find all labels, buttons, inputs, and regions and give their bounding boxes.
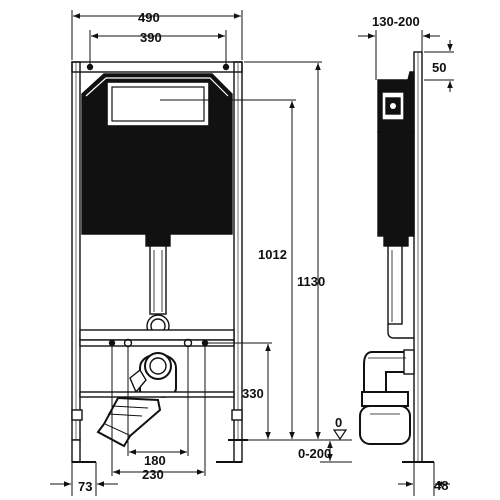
- cistern-tank: [81, 73, 233, 235]
- dim-label-spacing-180: 180: [144, 453, 166, 468]
- side-cistern-valve: [377, 71, 415, 133]
- front-view: [71, 61, 248, 463]
- dim-label-spacing-230: 230: [142, 467, 164, 482]
- side-cistern-body: [377, 131, 415, 247]
- dim-line-depth-range: [358, 30, 440, 80]
- dim-label-bracket-spacing: 390: [140, 30, 162, 45]
- dim-line-height-1012: [160, 99, 296, 439]
- dim-label-depth-range: 130-200: [372, 14, 420, 29]
- frame-right-foot: [216, 439, 248, 463]
- dim-label-floor-level: 0: [335, 415, 342, 430]
- dim-line-foot-48: [398, 462, 450, 496]
- frame-left-foot: [71, 439, 96, 463]
- floor-line: [232, 439, 352, 463]
- dim-line-height-330: [206, 342, 272, 439]
- dim-line-spacing-230: [111, 346, 206, 476]
- dim-label-height-1012: 1012: [258, 247, 287, 262]
- dim-label-total-width: 490: [138, 10, 160, 25]
- side-flush-pipe: [387, 245, 414, 339]
- dim-label-foot-48: 48: [434, 478, 448, 493]
- dim-line-height-1130: [244, 61, 322, 439]
- dim-label-height-330: 330: [242, 386, 264, 401]
- dim-line-bracket-spacing: [89, 30, 227, 64]
- frame-bottom-rail: [71, 391, 243, 421]
- waste-outlet: [96, 396, 162, 448]
- side-waste-outlet: [359, 391, 411, 445]
- flush-pipe: [145, 233, 171, 338]
- dim-label-foot-73: 73: [78, 479, 92, 494]
- frame-left-post: [71, 61, 81, 441]
- side-frame-post: [413, 51, 423, 463]
- side-view: [359, 51, 434, 463]
- frame-right-post: [233, 61, 243, 441]
- dim-line-total-width: [71, 10, 243, 60]
- dim-line-spacing-180: [127, 346, 189, 456]
- dim-line-top-50: [424, 40, 454, 92]
- waste-elbow: [129, 352, 177, 398]
- dim-label-top-50: 50: [432, 60, 446, 75]
- dim-label-adjust-range: 0-200: [298, 446, 331, 461]
- side-waste-bend: [363, 349, 415, 393]
- floor-level-marker: [332, 429, 348, 441]
- dim-label-height-1130: 1130: [297, 274, 325, 289]
- dim-line-foot-73: [50, 462, 118, 496]
- frame-top-rail: [71, 61, 243, 73]
- frame-cross-bar-upper: [79, 329, 235, 341]
